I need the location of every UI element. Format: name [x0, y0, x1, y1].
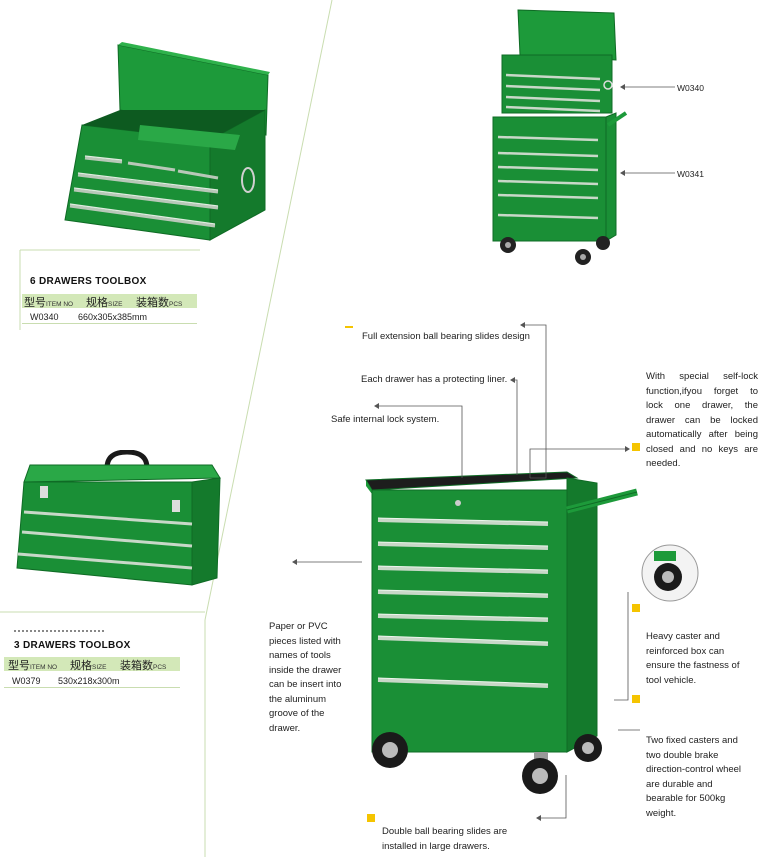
header-item-no: 型号ITEM NO [24, 297, 74, 309]
three-drawer-item-no: W0379 [12, 676, 41, 686]
six-drawer-spec-line [22, 323, 197, 324]
feature-paper-pvc: Paper or PVC pieces listed with names of… [269, 621, 342, 734]
slides-marker [345, 326, 353, 328]
three-drawer-spec-line [4, 687, 180, 688]
label-w0340: W0340 [677, 83, 704, 93]
six-drawer-toolbox-image [64, 42, 270, 241]
self-lock-bullet [632, 443, 640, 451]
feature-double-slides: Double ball bearing slides are installed… [382, 826, 508, 852]
six-drawer-size: 660x305x385mm [78, 312, 148, 322]
header-pcs: 装箱数PCS [120, 660, 167, 672]
header-size: 规格SIZE [70, 660, 107, 672]
feature-self-lock: With special self-lock function,ifyou fo… [646, 371, 758, 469]
stack-label-lines [620, 84, 675, 176]
feature-lock: Safe internal lock system. [331, 414, 440, 425]
caster-detail-image [641, 544, 699, 602]
feature-heavy-caster: Heavy caster and reinforced box can ensu… [646, 631, 740, 686]
header-size: 规格SIZE [86, 297, 123, 309]
double-slides-bullet [367, 814, 375, 822]
header-pcs: 装箱数PCS [136, 297, 183, 309]
stacked-cabinet-image [492, 9, 628, 265]
label-w0341: W0341 [677, 169, 704, 179]
main-cabinet-image [365, 471, 638, 794]
three-drawer-toolbox-image [16, 450, 221, 586]
six-drawer-spec-band [22, 294, 197, 308]
feature-liner: Each drawer has a protecting liner. [361, 374, 508, 385]
feature-slides-design: Full extension ball bearing slides desig… [362, 331, 530, 342]
six-drawer-spec-headers: 型号ITEM NO 规格SIZE 装箱数PCS [24, 294, 199, 309]
caster-bullet [632, 604, 640, 612]
three-drawer-spec-band [4, 657, 180, 671]
fixed-casters-bullet [632, 695, 640, 703]
three-drawer-title: 3 DRAWERS TOOLBOX [14, 640, 131, 651]
six-drawer-item-no: W0340 [30, 312, 59, 322]
six-drawer-title: 6 DRAWERS TOOLBOX [30, 276, 147, 287]
feature-fixed-casters: Two fixed casters and two double brake d… [646, 735, 742, 819]
header-item-no: 型号ITEM NO [8, 660, 58, 672]
three-drawer-size: 530x218x300m [58, 676, 120, 686]
three-drawer-title-fragment [14, 630, 104, 634]
three-drawer-spec-headers: 型号ITEM NO 规格SIZE 装箱数PCS [8, 657, 183, 672]
